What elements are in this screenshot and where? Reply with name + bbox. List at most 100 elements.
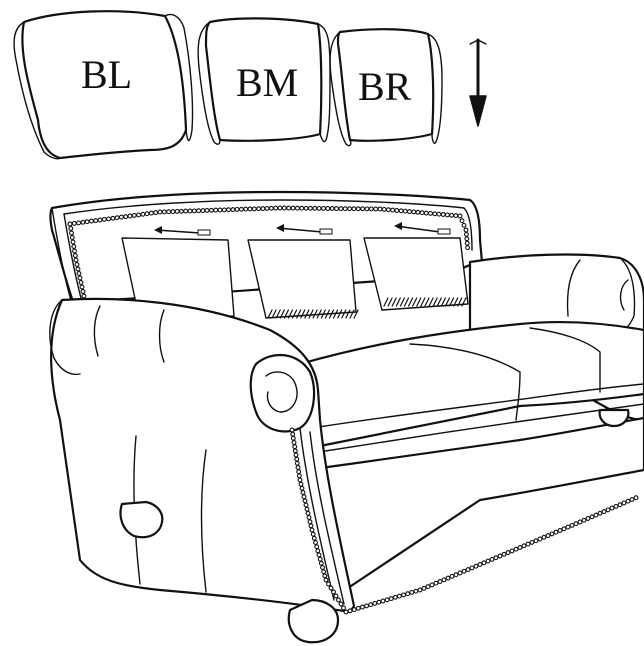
nailhead-stud — [463, 227, 469, 233]
nailhead-stud — [315, 548, 321, 554]
nailhead-stud — [170, 209, 176, 215]
hatch-stroke — [412, 297, 418, 307]
cushion-label-bm: BM — [236, 60, 298, 105]
nailhead-stud — [77, 275, 83, 281]
nailhead-stud — [314, 544, 320, 550]
nailhead-stud — [309, 527, 315, 533]
nailhead-stud — [81, 293, 87, 299]
seat-cushions — [298, 320, 644, 602]
nailhead-stud — [423, 210, 429, 216]
nailhead-stud — [388, 596, 394, 602]
hatch-stroke — [333, 309, 339, 319]
nailhead-stud — [123, 214, 129, 220]
nailhead-stud — [338, 206, 344, 212]
nailhead-stud — [183, 208, 189, 214]
nailhead-stud — [477, 562, 483, 567]
hatch-stroke — [391, 297, 397, 307]
nailhead-stud — [341, 605, 346, 611]
nailhead-stud — [493, 555, 499, 561]
hatch-stroke — [440, 297, 446, 307]
nailhead-stud — [71, 220, 77, 226]
left-arrow-icon — [394, 222, 451, 235]
nailhead-stud — [317, 556, 323, 562]
nailhead-stud — [297, 477, 303, 483]
left-arrow-icon — [276, 224, 333, 235]
hatch-right — [383, 297, 467, 307]
nailhead-stud — [230, 207, 236, 213]
nailhead-stud — [286, 205, 292, 211]
nailhead-stud — [557, 528, 563, 533]
nailhead-stud — [440, 212, 446, 217]
nailhead-stud — [294, 460, 300, 466]
nailhead-stud — [517, 545, 523, 550]
nailhead-stud — [76, 220, 82, 226]
nailhead-stud — [461, 222, 467, 228]
nailhead-stud — [69, 230, 74, 236]
hatch-stroke — [424, 297, 430, 307]
hatch-stroke — [383, 297, 389, 307]
nailhead-stud — [97, 217, 103, 223]
nailhead-stud — [325, 206, 331, 211]
nailhead-stud — [80, 219, 86, 225]
nailhead-stud — [312, 205, 318, 211]
hatch-stroke — [316, 309, 322, 319]
nailhead-stud — [204, 207, 210, 213]
nailhead-stud — [290, 431, 296, 437]
nailhead-stud — [633, 495, 639, 501]
hatch-stroke — [283, 309, 289, 319]
nailhead-stud — [625, 498, 631, 504]
nailhead-stud — [196, 208, 202, 214]
nailhead-stud — [174, 208, 180, 214]
nailhead-stud — [565, 524, 571, 530]
nailhead-stud — [415, 209, 421, 215]
hatch-stroke — [408, 297, 414, 307]
nailhead-stud — [140, 211, 146, 217]
nailhead-stud — [432, 211, 438, 217]
nailhead-stud — [292, 444, 298, 450]
nailhead-stud — [67, 221, 73, 227]
nailhead-stud — [316, 205, 322, 211]
nailhead-stud — [336, 597, 341, 603]
nailhead-stud — [187, 208, 193, 214]
nailhead-stud — [585, 516, 591, 521]
nailhead-stud — [605, 507, 611, 513]
hatch-stroke — [328, 309, 335, 319]
nailhead-stud — [161, 209, 167, 215]
nailhead-stud — [428, 210, 433, 216]
nailhead-stud — [444, 212, 450, 218]
back-right-foot — [598, 408, 630, 428]
nailhead-stud — [459, 218, 465, 224]
nailhead-stud — [295, 465, 301, 470]
nailhead-stud — [300, 490, 306, 495]
nailhead-stud — [323, 577, 329, 583]
nailhead-stud — [293, 452, 299, 458]
nailhead-stud — [537, 536, 543, 542]
nailhead-stud — [419, 210, 425, 216]
nailhead-stud — [457, 570, 463, 576]
nailhead-stud — [73, 257, 79, 263]
nailhead-stud — [298, 481, 304, 487]
hatch-stroke — [436, 297, 442, 307]
nailhead-stud — [76, 271, 82, 276]
nailhead-stud — [268, 205, 274, 211]
nailhead-stud — [464, 240, 470, 246]
nailhead-stud — [417, 587, 423, 593]
hatch-stroke — [271, 309, 277, 319]
nailhead-stud — [473, 563, 479, 569]
nailhead-stud — [463, 231, 469, 237]
nailhead-stud — [364, 603, 370, 609]
nailhead-stud — [72, 253, 78, 258]
nailhead-stud — [436, 211, 442, 217]
nailhead-stud — [333, 593, 339, 599]
nailhead-stud — [304, 506, 310, 512]
hatch-stroke — [416, 297, 422, 307]
down-arrow-icon — [469, 38, 487, 127]
nailhead-stud — [296, 469, 302, 475]
nailhead-stud — [256, 206, 262, 212]
nailhead-stud — [93, 218, 99, 224]
nailhead-stud — [277, 205, 283, 211]
nailhead-stud — [396, 593, 402, 599]
nailhead-stud — [247, 206, 253, 212]
nailhead-stud — [359, 604, 365, 610]
nailhead-stud — [321, 205, 326, 211]
